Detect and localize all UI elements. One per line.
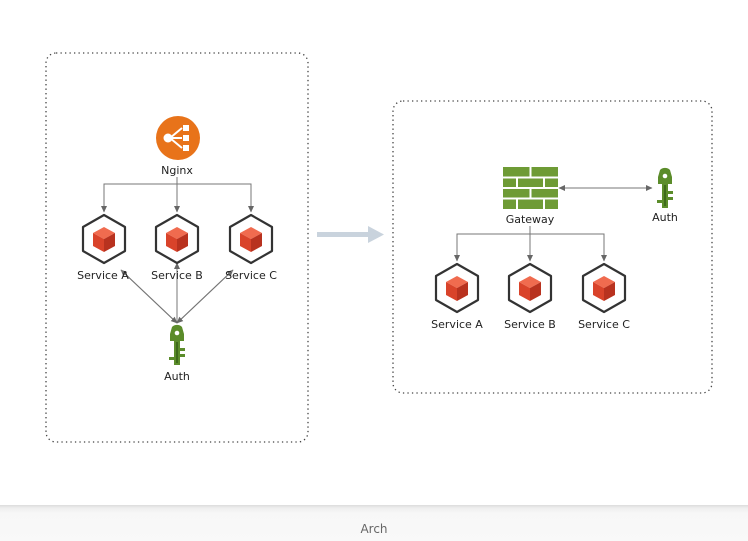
gateway-connectors (454, 226, 607, 262)
key-icon-right (657, 167, 673, 208)
service-b-cube-icon (154, 213, 200, 265)
right-service-b-cube-icon (507, 262, 553, 314)
service-c-cube-icon (228, 213, 274, 265)
left-panel-border (45, 52, 309, 443)
auth-connectors (120, 262, 234, 324)
right-service-c-label: Service C (578, 318, 630, 331)
right-service-c-cube-icon (581, 262, 627, 314)
nginx-label: Nginx (161, 164, 193, 177)
gateway-label: Gateway (506, 213, 555, 226)
right-architecture-panel: Gateway Auth Service A Service B Service… (392, 100, 713, 394)
figure-caption: Arch (360, 522, 388, 536)
load-balancer-icon (156, 116, 200, 160)
architecture-diagram: Nginx Service A Service B Service C Auth (45, 52, 713, 443)
right-service-a-label: Service A (431, 318, 483, 331)
auth-label: Auth (164, 370, 190, 383)
firewall-icon (503, 167, 558, 209)
caption-bar: Arch (0, 505, 748, 541)
right-service-b-label: Service B (504, 318, 556, 331)
service-a-label: Service A (77, 269, 129, 282)
service-c-label: Service C (225, 269, 277, 282)
right-panel-border (392, 100, 713, 394)
service-b-label: Service B (151, 269, 203, 282)
right-arrow-icon (317, 226, 384, 243)
auth-label-right: Auth (652, 211, 678, 224)
key-icon (169, 324, 185, 365)
right-service-a-cube-icon (434, 262, 480, 314)
left-architecture-panel: Nginx Service A Service B Service C Auth (45, 52, 309, 443)
service-a-cube-icon (81, 213, 127, 265)
nginx-connectors (101, 177, 254, 213)
